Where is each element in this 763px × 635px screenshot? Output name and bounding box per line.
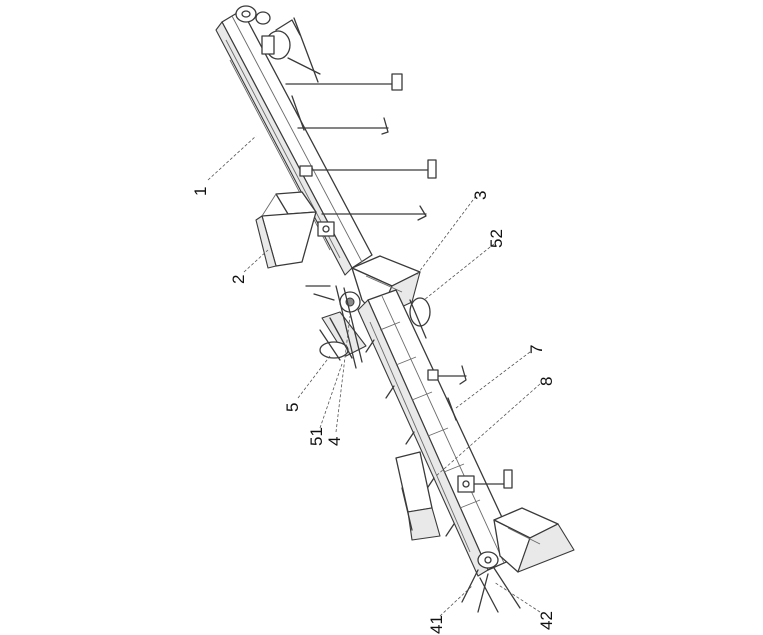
label-51: 51 xyxy=(307,427,326,446)
label-1: 1 xyxy=(191,187,210,196)
reference-numerals: 1 2 3 52 7 8 5 51 4 41 42 xyxy=(191,187,556,634)
upper-frame-supports xyxy=(285,73,437,237)
label-7: 7 xyxy=(527,345,546,354)
leader-lines xyxy=(207,135,541,617)
label-8: 8 xyxy=(537,377,556,386)
label-41: 41 xyxy=(427,615,446,634)
side-guard-plate xyxy=(395,451,441,541)
motor-box xyxy=(255,191,317,269)
hopper-lower xyxy=(493,507,575,573)
lower-conveyor-frame xyxy=(357,289,521,577)
label-4: 4 xyxy=(325,437,344,446)
lower-frame-supports xyxy=(427,365,513,493)
transfer-cylinder-assembly xyxy=(305,285,367,369)
label-2: 2 xyxy=(229,275,248,284)
label-5: 5 xyxy=(283,403,302,412)
label-52: 52 xyxy=(487,229,506,248)
upper-conveyor-frame xyxy=(215,5,373,276)
tail-pulley-assembly xyxy=(461,551,521,613)
label-3: 3 xyxy=(471,191,490,200)
chute-cylinder xyxy=(409,297,431,339)
label-42: 42 xyxy=(537,611,556,630)
